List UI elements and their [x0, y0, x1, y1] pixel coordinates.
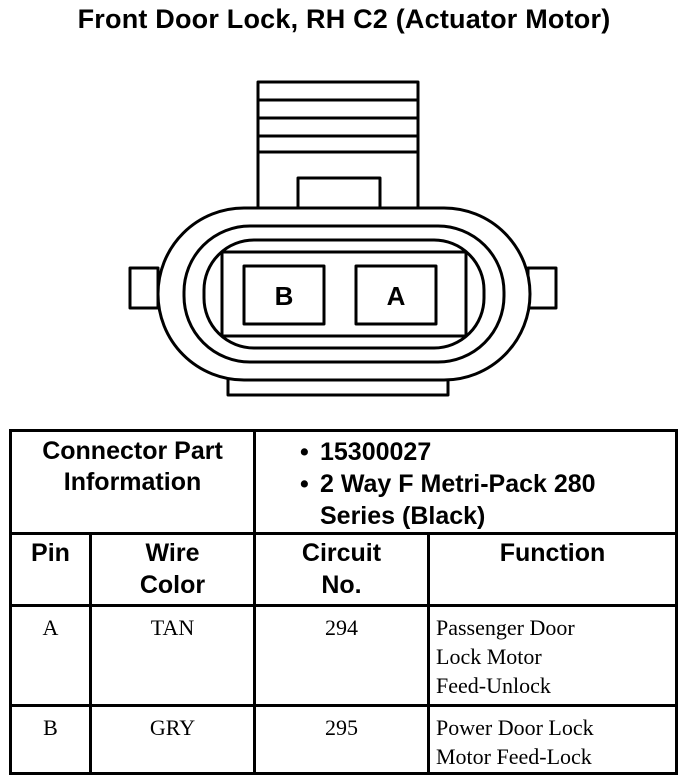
row-b-wire-color: GRY: [89, 704, 256, 775]
connector-table: Connector Part Information 15300027 2 Wa…: [9, 429, 678, 775]
connector-cavity-frame: [220, 250, 468, 338]
cavity-a: [354, 264, 438, 326]
connector-ear-left: [128, 266, 160, 310]
connector-ring-inner: [202, 238, 486, 350]
row-a-wire-color: TAN: [89, 604, 256, 707]
col-header-pin-text: Pin: [31, 539, 70, 567]
cavity-b-label: B: [275, 281, 294, 311]
connector-lock-tab: [256, 80, 420, 214]
row-a-function-line1: Passenger Door: [436, 615, 575, 640]
cavity-a-label: A: [387, 281, 406, 311]
col-header-wire-color: Wire Color: [89, 532, 256, 607]
part-info-values: 15300027 2 Way F Metri-Pack 280 Series (…: [253, 429, 678, 535]
part-info-list: 15300027 2 Way F Metri-Pack 280 Series (…: [262, 436, 669, 532]
row-a-circuit: 294: [253, 604, 430, 707]
col-header-function-text: Function: [499, 539, 606, 567]
row-a-function: Passenger Door Lock Motor Feed-Unlock: [427, 604, 678, 707]
col-header-circuit-line1: Circuit: [301, 539, 382, 567]
row-b-circuit: 295: [253, 704, 430, 775]
row-a-function-line2: Lock Motor: [436, 644, 542, 669]
col-header-wire-color-line1: Wire: [145, 539, 200, 567]
part-info-header-line2: Information: [63, 468, 202, 496]
connector-ear-right: [526, 266, 558, 310]
row-b-function-line2: Motor Feed-Lock: [436, 744, 592, 769]
row-b-function-line1: Power Door Lock: [436, 715, 594, 740]
part-info-row: Connector Part Information 15300027 2 Wa…: [9, 429, 678, 535]
col-header-wire-color-line2: Color: [139, 571, 206, 599]
col-header-function: Function: [427, 532, 678, 607]
col-header-pin: Pin: [9, 532, 92, 607]
row-b-pin: B: [9, 704, 92, 775]
table-row: B GRY 295 Power Door Lock Motor Feed-Loc…: [9, 704, 678, 775]
part-info-header: Connector Part Information: [9, 429, 256, 535]
col-header-circuit: Circuit No.: [253, 532, 430, 607]
part-description: 2 Way F Metri-Pack 280 Series (Black): [300, 468, 669, 532]
connector-body-outer: [156, 206, 532, 382]
cavity-b: [242, 264, 326, 326]
part-number: 15300027: [300, 436, 669, 468]
diagram-title: Front Door Lock, RH C2 (Actuator Motor): [77, 4, 611, 34]
column-header-row: Pin Wire Color Circuit No. Function: [9, 532, 678, 607]
table-row: A TAN 294 Passenger Door Lock Motor Feed…: [9, 604, 678, 707]
row-a-pin: A: [9, 604, 92, 707]
row-b-function: Power Door Lock Motor Feed-Lock: [427, 704, 678, 775]
connector-ring-middle: [182, 224, 506, 364]
part-info-header-line1: Connector Part: [42, 437, 223, 465]
col-header-circuit-line2: No.: [321, 571, 362, 599]
connector-drawing: B A: [128, 80, 558, 397]
row-a-function-line3: Feed-Unlock: [436, 673, 551, 698]
